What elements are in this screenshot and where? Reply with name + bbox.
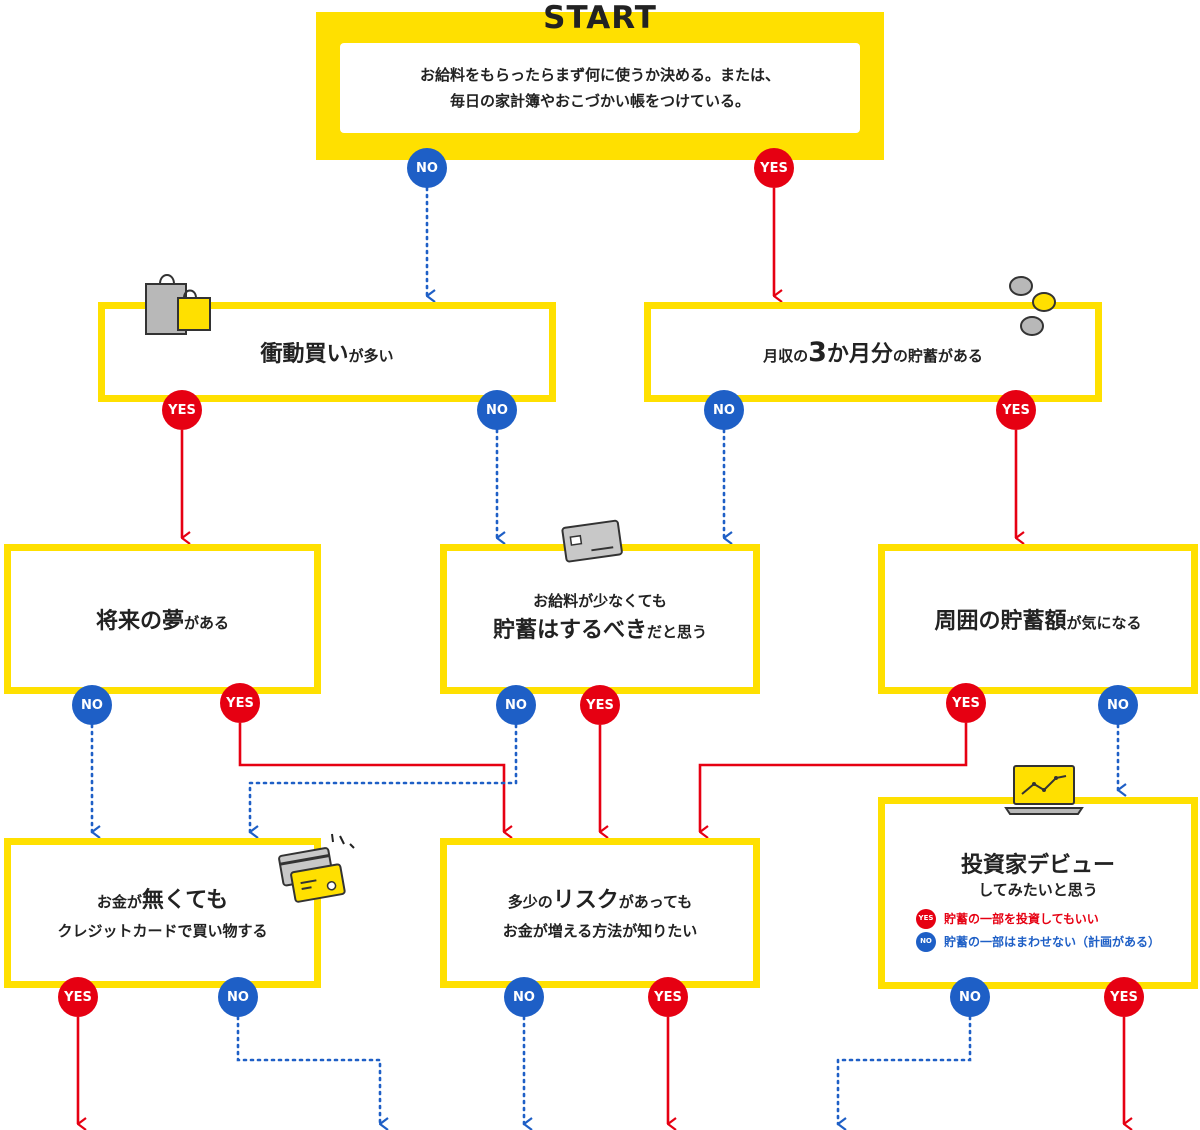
q6-yes-badge: YES xyxy=(58,977,98,1017)
q2-prefix: 月収の xyxy=(763,347,809,365)
q4-line-1: お給料が少なくても xyxy=(533,592,667,611)
laptop-chart-icon xyxy=(1004,765,1084,815)
q7-prefix: 多少の xyxy=(507,893,553,912)
credit-cards-icon xyxy=(278,833,355,903)
q6-keyword: 無くても xyxy=(141,888,229,914)
q8-legend: YES 貯蓄の一部を投資してもいい NO 貯蓄の一部はまわせない（計画がある） xyxy=(915,908,1160,954)
q1-no-badge: NO xyxy=(477,390,517,430)
q2-yes-badge: YES xyxy=(996,390,1036,430)
q3-keyword: 将来の夢 xyxy=(95,609,184,634)
q1-suffix: が多い xyxy=(348,347,394,365)
q2-keyword: か月分 xyxy=(826,342,893,367)
start-line-1: お給料をもらったらまず何に使うか決める。または、 xyxy=(419,65,780,84)
q7-yes-badge: YES xyxy=(648,977,688,1017)
q8-no-badge: NO xyxy=(950,977,990,1017)
question-risk-return: 多少のリスクがあっても お金が増える方法が知りたい xyxy=(440,838,760,988)
q6-line-2: クレジットカードで買い物する xyxy=(57,921,268,940)
q3-suffix: がある xyxy=(184,614,230,632)
q2-number: 3 xyxy=(808,337,827,368)
credit-card-icon xyxy=(561,519,623,563)
q8-yes-badge: YES xyxy=(1104,977,1144,1017)
q8-keyword: 投資家デビュー xyxy=(960,852,1115,878)
edge-q4-no xyxy=(248,723,518,832)
q1-keyword: 衝動買い xyxy=(260,342,349,367)
start-line-2: 毎日の家計簿やおこづかい帳をつけている。 xyxy=(449,92,750,110)
q7-no-badge: NO xyxy=(504,977,544,1017)
legend-yes-text: 貯蓄の一部を投資してもいい xyxy=(943,911,1099,926)
question-investor-debut: 投資家デビュー してみたいと思う YES 貯蓄の一部を投資してもいい NO 貯蓄… xyxy=(878,797,1198,989)
q7-line-2: お金が増える方法が知りたい xyxy=(502,921,698,940)
legend-yes-badge: YES xyxy=(915,909,936,930)
q7-suffix: があっても xyxy=(618,893,693,912)
q6-prefix: お金が xyxy=(96,893,142,912)
shopping-bags-icon xyxy=(145,274,211,335)
q1-yes-badge: YES xyxy=(162,390,202,430)
q6-no-badge: NO xyxy=(218,977,258,1017)
question-others-savings: 周囲の貯蓄額が気になる xyxy=(878,544,1198,694)
q4-no-badge: NO xyxy=(496,685,536,725)
q5-suffix: が気になる xyxy=(1066,614,1142,632)
legend-yes-row: YES 貯蓄の一部を投資してもいい xyxy=(915,908,1160,931)
q4-suffix: だと思う xyxy=(647,623,708,642)
q8-line-2: してみたいと思う xyxy=(978,880,1098,899)
q7-keyword: リスク xyxy=(552,888,619,914)
edge-q6-no xyxy=(236,1015,380,1124)
q5-yes-badge: YES xyxy=(946,683,986,723)
edge-q5-yes xyxy=(698,723,968,832)
start-no-badge: NO xyxy=(407,148,447,188)
legend-no-text: 貯蓄の一部はまわせない（計画がある） xyxy=(943,934,1160,949)
question-credit-card: お金が無くても クレジットカードで買い物する xyxy=(4,838,321,988)
question-future-dream: 将来の夢がある xyxy=(4,544,321,694)
q2-no-badge: NO xyxy=(704,390,744,430)
q5-keyword: 周囲の貯蓄額 xyxy=(934,609,1067,634)
legend-no-row: NO 貯蓄の一部はまわせない（計画がある） xyxy=(915,931,1160,954)
start-yes-badge: YES xyxy=(754,148,794,188)
q2-suffix: の貯蓄がある xyxy=(892,347,983,365)
start-question: お給料をもらったらまず何に使うか決める。または、 毎日の家計簿やおこづかい帳をつ… xyxy=(340,43,860,133)
q4-yes-badge: YES xyxy=(580,685,620,725)
q5-no-badge: NO xyxy=(1098,685,1138,725)
start-box: START お給料をもらったらまず何に使うか決める。または、 毎日の家計簿やおこ… xyxy=(316,0,884,160)
legend-no-badge: NO xyxy=(915,931,936,952)
q3-yes-badge: YES xyxy=(220,683,260,723)
q3-no-badge: NO xyxy=(72,685,112,725)
start-title: START xyxy=(543,0,657,36)
edge-q3-yes xyxy=(238,723,504,832)
question-should-save: お給料が少なくても 貯蓄はするべきだと思う xyxy=(440,544,760,694)
q4-keyword: 貯蓄はするべき xyxy=(492,618,647,644)
edge-q8-no xyxy=(836,1015,972,1124)
coins-icon xyxy=(1009,276,1056,336)
